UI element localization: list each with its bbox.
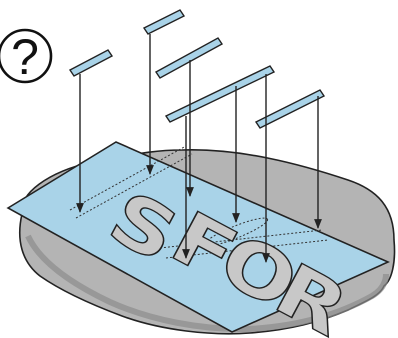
strip-1 [70, 50, 112, 76]
strip-4 [166, 66, 274, 122]
help-question-icon[interactable]: ? [0, 29, 51, 85]
strip-3 [156, 38, 222, 78]
floating-strips [70, 10, 324, 128]
strip-2 [144, 10, 184, 34]
help-question-mark: ? [11, 29, 39, 85]
